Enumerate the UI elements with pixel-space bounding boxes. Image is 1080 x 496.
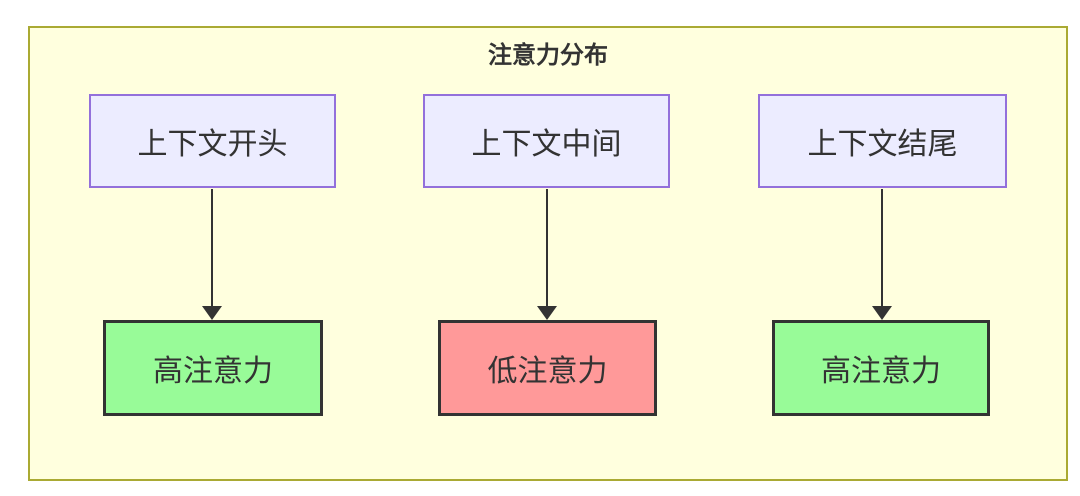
node-label: 高注意力 (153, 354, 273, 389)
node-label: 低注意力 (487, 354, 608, 389)
node-label: 上下文开头 (137, 127, 288, 162)
node-label: 上下文结尾 (807, 127, 958, 162)
node-low-attention: 低注意力 (438, 320, 657, 416)
arrowhead-down-icon (202, 306, 222, 320)
node-context-middle: 上下文中间 (423, 94, 670, 188)
edge-arrow-end-to-high (872, 189, 892, 320)
node-label: 上下文中间 (471, 127, 622, 162)
node-high-attention-right: 高注意力 (772, 320, 990, 416)
arrow-shaft (546, 189, 548, 307)
node-context-start: 上下文开头 (89, 94, 336, 188)
edge-arrow-middle-to-low (537, 189, 557, 320)
edge-arrow-start-to-high (202, 189, 222, 320)
arrowhead-down-icon (537, 306, 557, 320)
node-high-attention-left: 高注意力 (103, 320, 323, 416)
arrow-shaft (211, 189, 213, 307)
node-context-end: 上下文结尾 (758, 94, 1007, 188)
arrow-shaft (881, 189, 883, 307)
node-label: 高注意力 (821, 354, 941, 389)
cluster-title: 注意力分布 (488, 41, 608, 69)
arrowhead-down-icon (872, 306, 892, 320)
